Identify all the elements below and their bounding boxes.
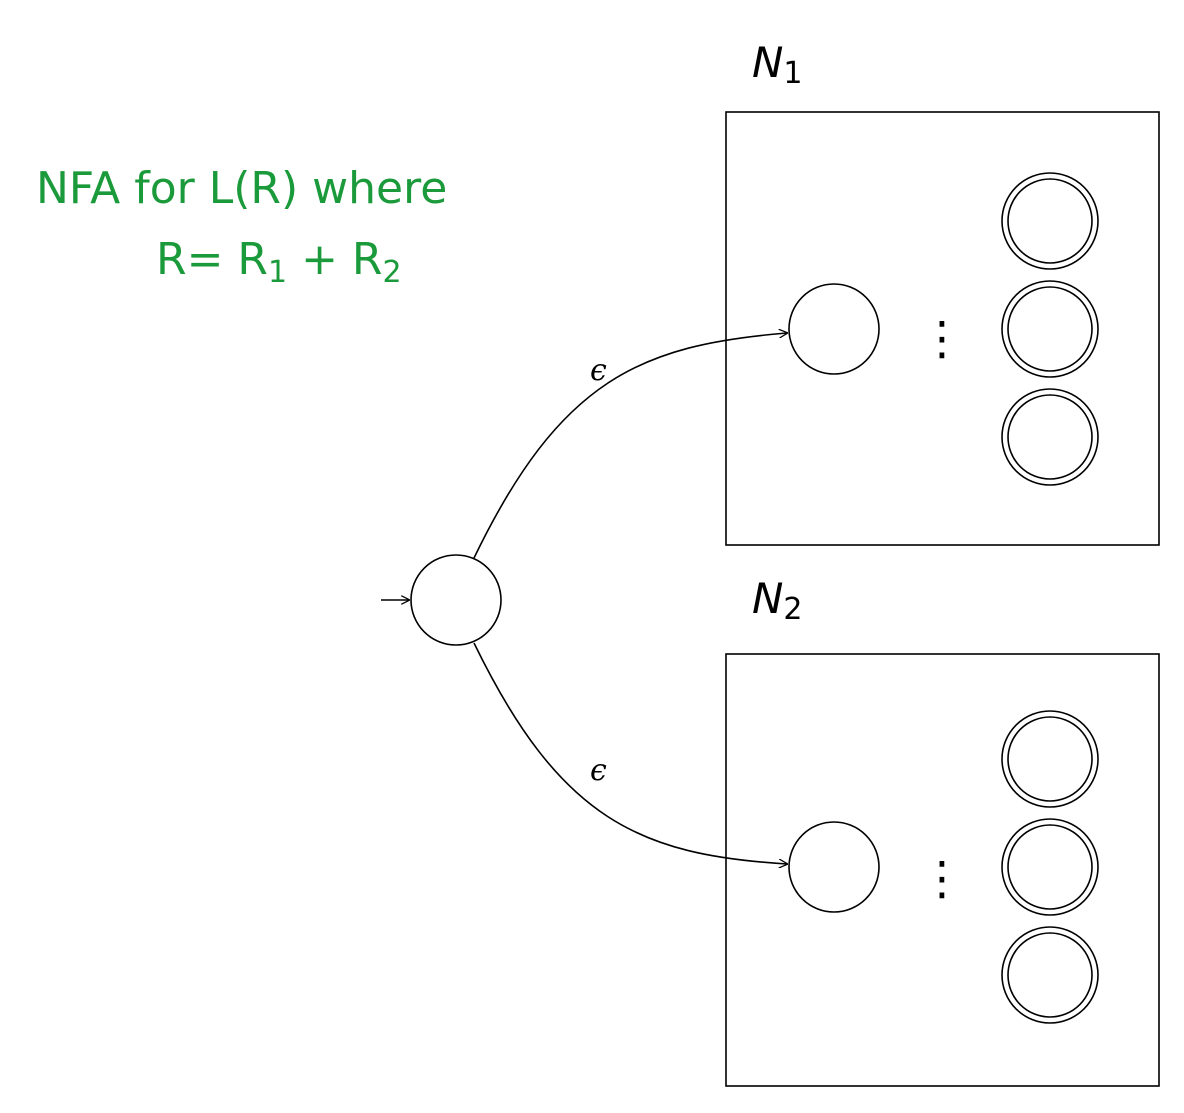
new-start-state: [410, 554, 502, 646]
machine-n2-box: [725, 653, 1160, 1087]
epsilon-label-upper: ϵ: [590, 353, 607, 388]
machine-n1-box: [725, 111, 1160, 546]
machine-n1: N1 ⋮: [725, 38, 1160, 546]
caption: NFA for L(R) where R= R1 + R2: [36, 163, 447, 290]
caption-plus: + R: [287, 234, 382, 285]
new-start-state-group: [381, 554, 502, 646]
caption-subscript-1: 1: [268, 255, 287, 290]
machine-n2-ellipsis: ⋮: [919, 851, 965, 905]
caption-subscript-2: 2: [383, 255, 402, 290]
machine-n2-label: N2: [752, 574, 803, 627]
machine-n1-label: N1: [752, 38, 803, 91]
epsilon-transition-to-n2: [473, 642, 787, 864]
epsilon-label-lower: ϵ: [590, 753, 607, 788]
machine-n1-subscript: 1: [783, 56, 802, 91]
machine-n2-accept-state-2: [1001, 818, 1099, 916]
caption-r-prefix: R= R: [156, 234, 268, 285]
machine-n1-letter: N: [752, 38, 783, 87]
machine-n2: N2 ⋮: [725, 574, 1160, 1087]
machine-n1-ellipsis: ⋮: [919, 311, 965, 365]
machine-n2-accept-state-3: [1001, 926, 1099, 1024]
machine-n2-accept-state-1: [1001, 710, 1099, 808]
machine-n2-subscript: 2: [783, 592, 802, 627]
machine-n2-start-state: [788, 821, 880, 913]
epsilon-transition-to-n1: [473, 333, 787, 559]
caption-line-1: NFA for L(R) where: [36, 163, 447, 214]
caption-line-2: R= R1 + R2: [156, 234, 402, 290]
machine-n2-letter: N: [752, 574, 783, 623]
machine-n1-accept-state-3: [1001, 388, 1099, 486]
machine-n1-start-state: [788, 283, 880, 375]
machine-n1-accept-state-2: [1001, 280, 1099, 378]
machine-n1-accept-state-1: [1001, 172, 1099, 270]
